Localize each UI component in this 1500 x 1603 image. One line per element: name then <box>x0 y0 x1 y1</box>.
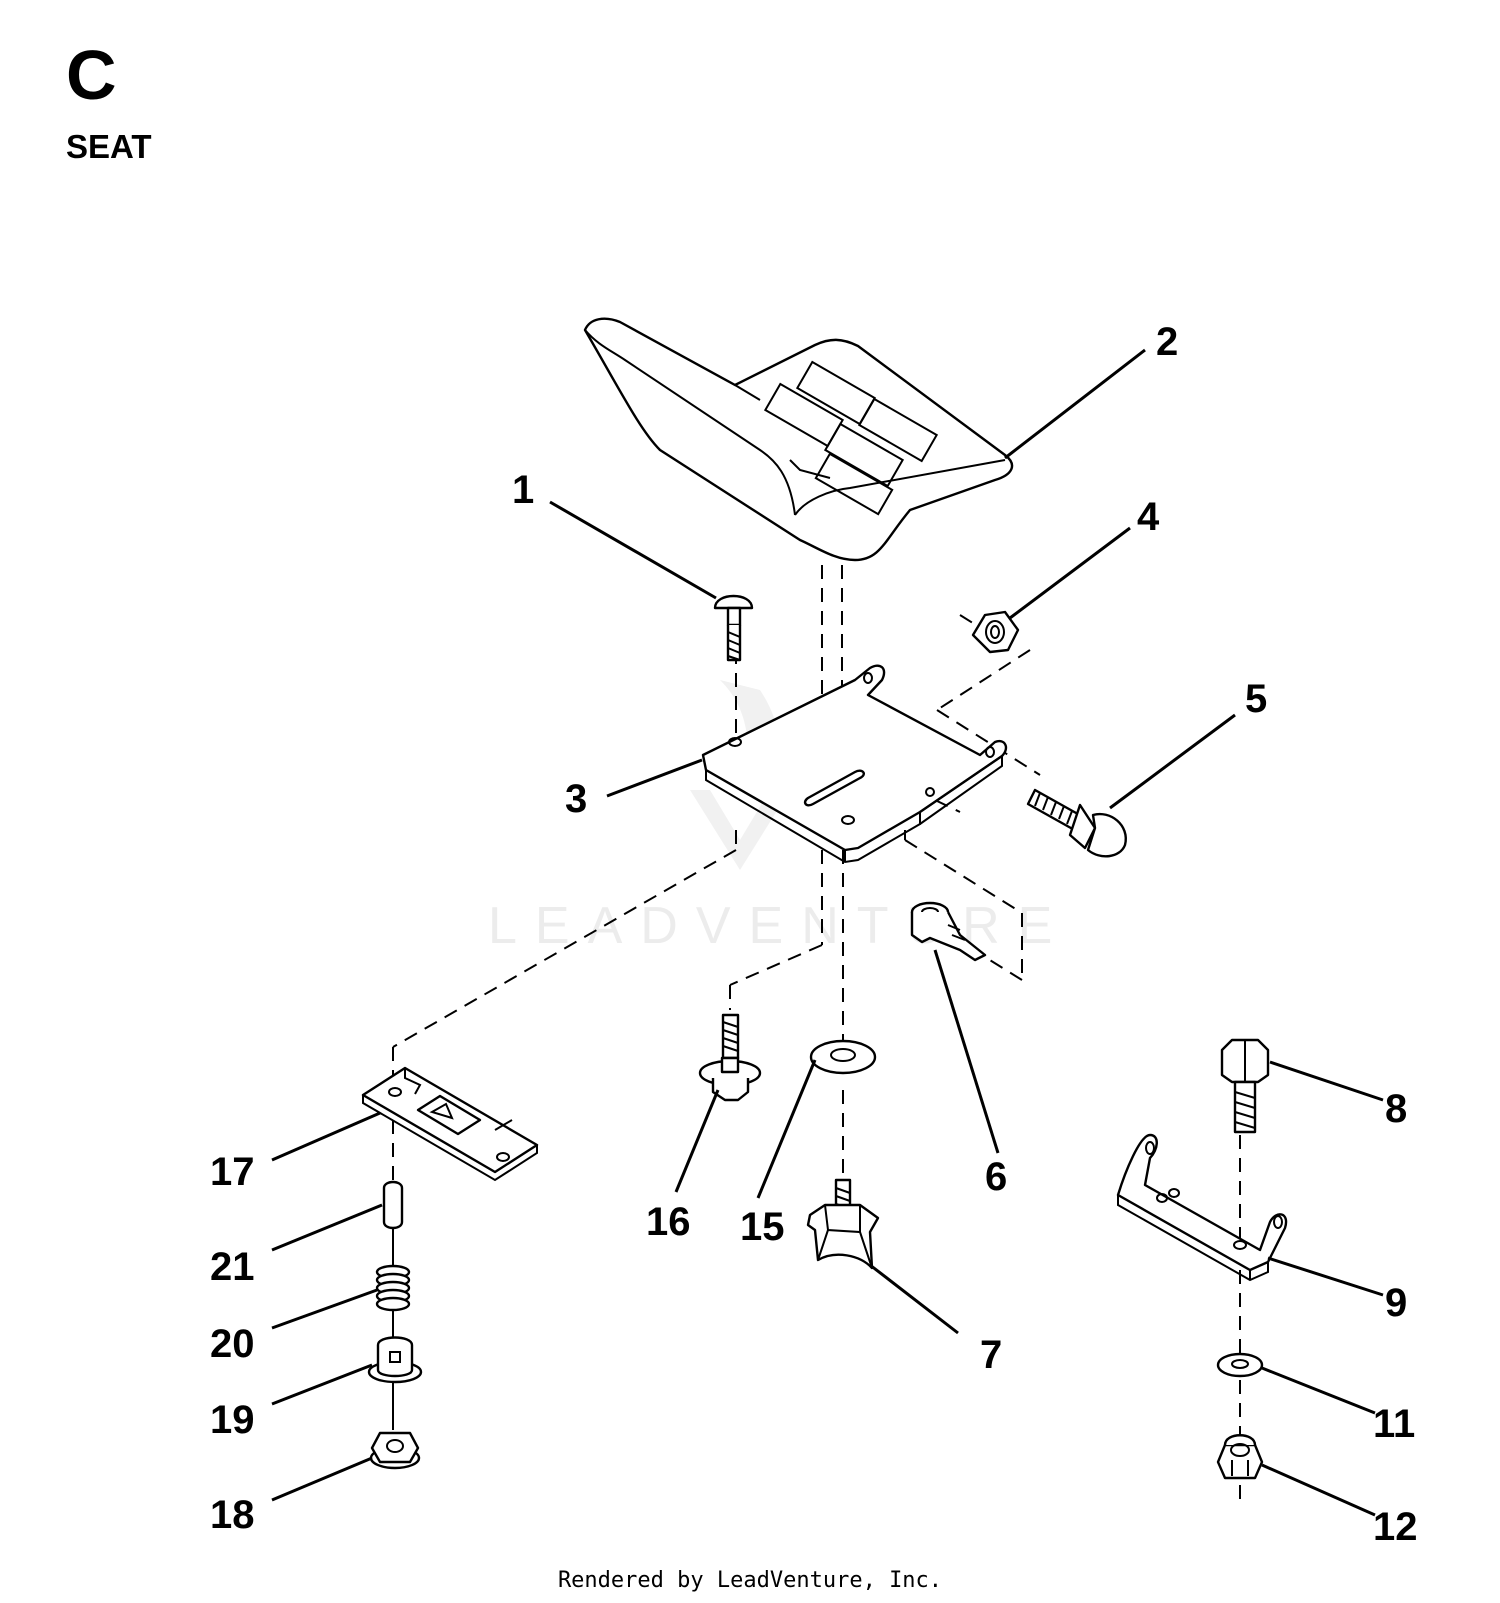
callout-6: 6 <box>985 1155 1007 1199</box>
callout-8: 8 <box>1385 1087 1407 1131</box>
callout-3: 3 <box>565 777 587 821</box>
section-letter: C <box>66 36 117 114</box>
part-8-bolt <box>1220 1038 1270 1134</box>
part-11-washer <box>1216 1352 1264 1378</box>
part-19-bushing <box>367 1336 423 1384</box>
callout-19: 19 <box>210 1398 255 1442</box>
part-5-hex-bolt <box>1026 788 1127 858</box>
watermark-text: LEADVENTURE <box>488 897 1070 955</box>
part-2-seat <box>583 317 1014 562</box>
part-4-nut <box>971 610 1020 654</box>
part-12-lock-nut <box>1216 1434 1264 1480</box>
callout-9: 9 <box>1385 1281 1407 1325</box>
part-15-washer <box>809 1039 877 1075</box>
part-1-bolt <box>713 594 754 662</box>
callout-12: 12 <box>1373 1505 1418 1549</box>
part-20-spring <box>375 1264 411 1312</box>
callout-7: 7 <box>980 1333 1002 1377</box>
callout-15: 15 <box>740 1205 785 1249</box>
callout-4: 4 <box>1137 495 1160 539</box>
callout-17: 17 <box>210 1150 255 1194</box>
callout-18: 18 <box>210 1493 255 1537</box>
callout-5: 5 <box>1245 677 1267 721</box>
callout-21: 21 <box>210 1245 255 1289</box>
render-credit: Rendered by LeadVenture, Inc. <box>557 1568 943 1593</box>
callout-numbers: 1 2 3 4 5 6 7 8 9 11 12 15 16 17 18 19 2… <box>210 320 1418 1549</box>
part-16-shoulder-bolt <box>698 1013 762 1102</box>
part-21-pin <box>382 1180 404 1230</box>
callout-1: 1 <box>512 468 534 512</box>
callout-11: 11 <box>1373 1402 1415 1446</box>
leader-lines <box>271 348 1384 1517</box>
part-18-flange-nut <box>369 1431 421 1470</box>
part-17-latch-plate <box>361 1066 539 1182</box>
part-6-clip <box>910 901 987 962</box>
callout-2: 2 <box>1156 320 1178 364</box>
callout-16: 16 <box>646 1200 691 1244</box>
part-3-seat-plate <box>701 664 1008 864</box>
part-9-bracket <box>1116 1133 1288 1282</box>
callout-20: 20 <box>210 1322 255 1366</box>
part-7-knob <box>806 1178 880 1270</box>
section-title: SEAT <box>66 128 152 165</box>
